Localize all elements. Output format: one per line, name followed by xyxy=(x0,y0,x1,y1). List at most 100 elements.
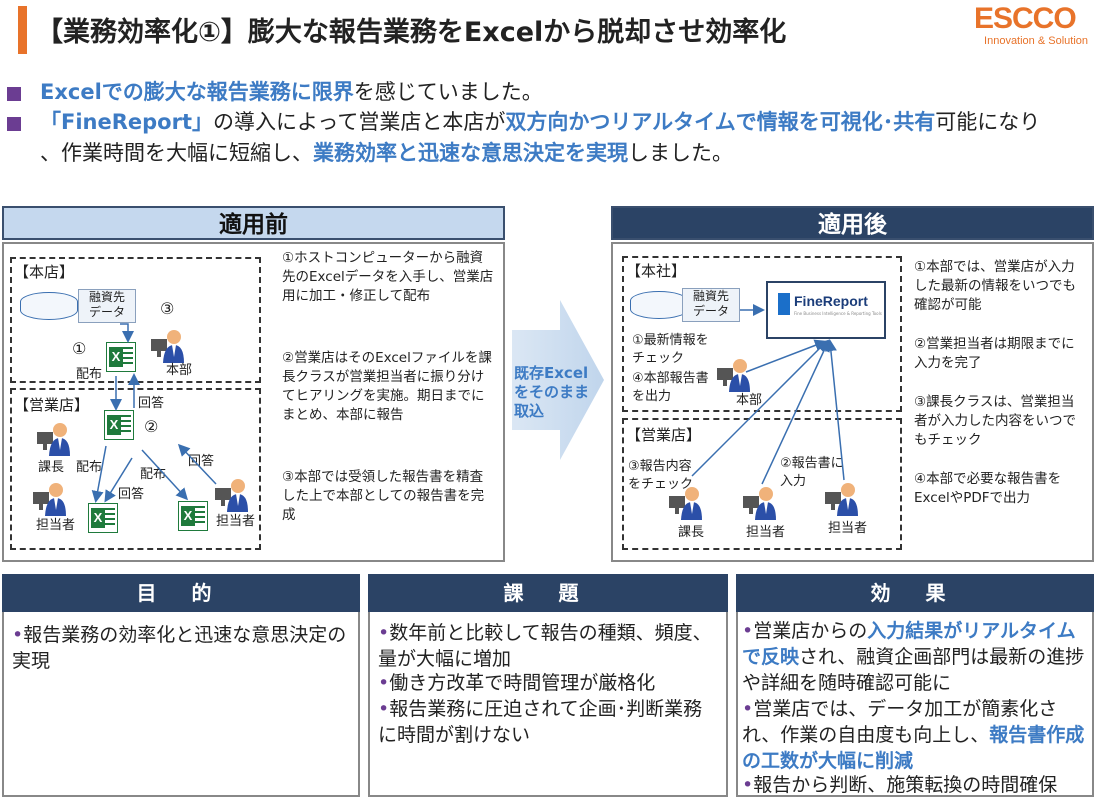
bullet-square xyxy=(7,117,21,131)
after-note-2: ②営業担当者は期限までに入力を完了 xyxy=(914,336,1075,371)
effect-item: •営業店からの入力結果がリアルタイムで反映され、融資企画部門は最新の進捗や詳細を… xyxy=(742,618,1088,696)
before-note-3: ③本部では受領した報告書を精査した上で本部としての報告書を完成 xyxy=(282,469,485,523)
kacho-label: 課長 xyxy=(678,525,705,540)
effect-text: 営業店では、データ加工が簡素化され、作業の自由度も向上し、 xyxy=(742,698,1058,746)
effect-text: 営業店からの xyxy=(753,620,868,642)
tantou-person-icon xyxy=(824,480,858,516)
intro-highlight: 双方向かつリアルタイムで情報を可視化･共有 xyxy=(505,110,936,134)
transition-label: 既存Excelをそのまま取込 xyxy=(514,364,590,420)
customer-data-doc: 融資先 データ xyxy=(682,288,740,322)
database-icon xyxy=(630,291,688,319)
transition-arrow-icon xyxy=(512,300,604,460)
after-note-4: ④本部で必要な報告書をExcelやPDFで出力 xyxy=(914,471,1062,506)
customer-data-doc: 融資先 データ xyxy=(78,289,136,323)
tantou-label: 担当者 xyxy=(216,514,256,529)
haifu-label: 配布 xyxy=(76,460,103,475)
logo-wordmark: ESCCO xyxy=(974,2,1077,35)
intro-highlight: 業務効率と迅速な意思決定を実現 xyxy=(313,141,628,165)
issue-item: •報告業務に圧迫されて企画･判断業務に時間が割けない xyxy=(378,696,718,748)
intro-text: を感じていました。 xyxy=(353,80,543,104)
intro-line-3: 、作業時間を大幅に短縮し、業務効率と迅速な意思決定を実現しました。 xyxy=(40,138,733,168)
effect-heading: 効 果 xyxy=(736,574,1094,612)
after-note-1: ①本部では、営業店が入力した最新の情報をいつでも確認が可能 xyxy=(914,259,1076,313)
bullet-dot-icon: • xyxy=(742,774,754,796)
tantou-label: 担当者 xyxy=(828,521,868,536)
tantou-person-icon xyxy=(214,476,248,512)
page-title: 【業務効率化①】膨大な報告業務をExcelから脱却させ効率化 xyxy=(36,17,787,48)
eigyo-box xyxy=(10,388,261,550)
purpose-item: •報告業務の効率化と迅速な意思決定の実現 xyxy=(12,622,352,674)
finereport-box: FineReport Fine Business Intelligence & … xyxy=(766,281,886,339)
tantou-person-icon xyxy=(32,480,66,516)
logo-tagline: Innovation & Solution xyxy=(984,35,1088,47)
database-icon xyxy=(20,292,78,320)
intro-text: しました。 xyxy=(628,141,733,165)
bullet-square xyxy=(7,87,21,101)
after-note-3: ③課長クラスは、営業担当者が入力した内容をいつでもチェック xyxy=(914,394,1076,448)
kaito-label: 回答 xyxy=(188,454,215,469)
after-heading: 適用後 xyxy=(611,206,1094,240)
honten-label: 【本店】 xyxy=(14,263,75,281)
honbu-label: 本部 xyxy=(166,363,193,378)
bullet-dot-icon: • xyxy=(742,620,754,642)
excel-icon: X xyxy=(106,342,136,372)
intro-text: 、作業時間を大幅に短縮し、 xyxy=(40,141,313,165)
finereport-brand: FineReport xyxy=(794,293,868,309)
tantou-person-icon xyxy=(742,484,776,520)
issue-text: 働き方改革で時間管理が厳格化 xyxy=(389,672,656,694)
bullet-dot-icon: • xyxy=(378,672,390,694)
step-2-number: ② xyxy=(144,417,159,436)
before-heading: 適用前 xyxy=(2,206,505,240)
kacho-label: 課長 xyxy=(38,460,65,475)
haifu-label: 配布 xyxy=(76,367,103,382)
intro-highlight: Excelでの膨大な報告業務に限界 xyxy=(40,80,354,104)
honsha-label: 【本社】 xyxy=(626,262,687,280)
step-3-number: ③ xyxy=(160,299,175,318)
kacho-person-icon xyxy=(36,420,70,456)
honsha-box xyxy=(622,256,902,412)
step-2-label: ②報告書に 入力 xyxy=(780,456,844,489)
bullet-dot-icon: • xyxy=(742,698,754,720)
excel-icon: X xyxy=(178,501,208,531)
bullet-dot-icon: • xyxy=(378,698,390,720)
effect-highlight: 報告書作成の工数が大幅に削減 xyxy=(742,724,1085,772)
issue-item: •働き方改革で時間管理が厳格化 xyxy=(378,670,718,696)
issue-text: 数年前と比較して報告の種類、頻度、量が大幅に増加 xyxy=(378,622,712,670)
effect-text: 報告から判断、施策転換の時間確保 xyxy=(753,774,1058,796)
issue-item: •数年前と比較して報告の種類、頻度、量が大幅に増加 xyxy=(378,620,718,672)
before-note-1: ①ホストコンピューターから融資先のExcelデータを入手し、営業店用に加工・修正… xyxy=(282,250,494,304)
effect-box xyxy=(736,612,1094,797)
before-note-2: ②営業店はそのExcelファイルを課長クラスが営業担当者に振り分けてヒアリングを… xyxy=(282,350,492,423)
purpose-box xyxy=(2,612,360,797)
effect-item: •営業店では、データ加工が簡素化され、作業の自由度も向上し、報告書作成の工数が大… xyxy=(742,696,1088,774)
effect-item: •報告から判断、施策転換の時間確保 xyxy=(742,772,1088,798)
honbu-person-icon xyxy=(150,327,184,363)
before-flow-arrows xyxy=(91,323,217,503)
issue-box xyxy=(368,612,728,797)
step-4-label: ④本部報告書 を出力 xyxy=(632,371,709,404)
intro-text: 可能になり xyxy=(935,110,1041,134)
after-flow-arrows xyxy=(691,304,845,485)
tantou-label: 担当者 xyxy=(746,525,786,540)
issue-text: 報告業務に圧迫されて企画･判断業務に時間が割けない xyxy=(378,698,703,746)
finereport-subtitle: Fine Business Intelligence & Reporting T… xyxy=(794,311,882,316)
eigyo-box xyxy=(622,418,902,550)
bullet-dot-icon: • xyxy=(12,624,24,646)
step-1-number: ① xyxy=(72,339,87,358)
step-1-label: ①最新情報を チェック xyxy=(632,333,709,366)
excel-icon: X xyxy=(104,410,134,440)
intro-line-1: Excelでの膨大な報告業務に限界を感じていました。 xyxy=(40,77,543,107)
finereport-logo-icon xyxy=(778,293,790,315)
honbu-label: 本部 xyxy=(736,393,763,408)
haifu-label: 配布 xyxy=(140,467,167,482)
step-3-label: ③報告内容 をチェック xyxy=(628,459,694,492)
intro-line-2: 「FineReport」の導入によって営業店と本店が双方向かつリアルタイムで情報… xyxy=(40,107,1040,137)
kaito-label: 回答 xyxy=(138,396,165,411)
purpose-text: 報告業務の効率化と迅速な意思決定の実現 xyxy=(12,624,347,672)
honbu-person-icon xyxy=(716,356,750,392)
title-accent-bar xyxy=(18,6,27,54)
escco-logo: ESCCO Innovation & Solution xyxy=(974,4,1094,52)
purpose-heading: 目 的 xyxy=(2,574,360,612)
intro-highlight: 「FineReport」 xyxy=(40,110,214,134)
intro-text: の導入によって営業店と本店が xyxy=(213,110,506,134)
